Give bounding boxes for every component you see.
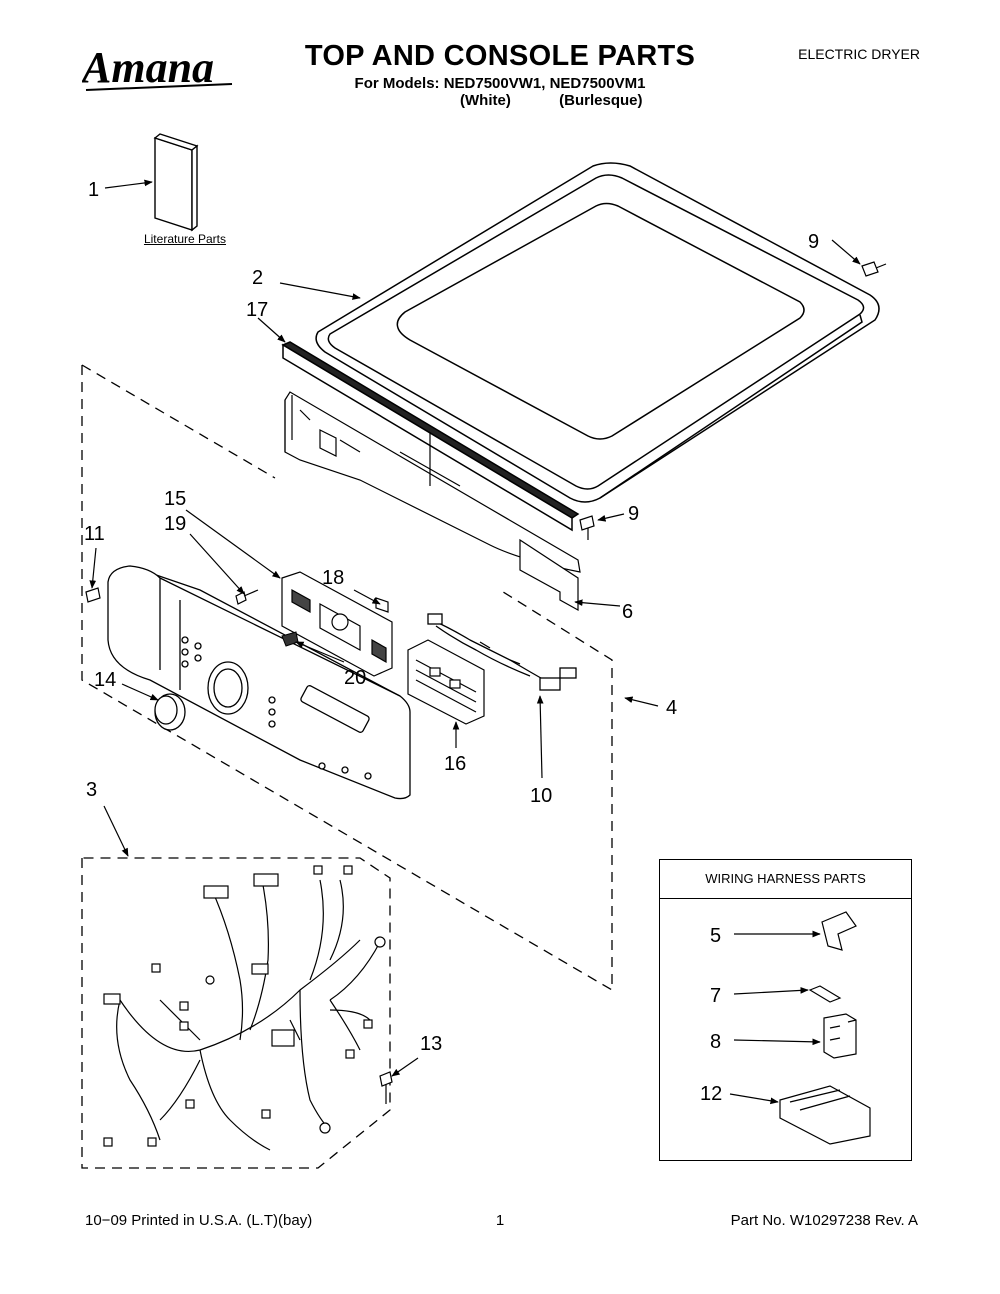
literature-book [153,133,199,232]
callout-20: 20 [344,667,366,689]
callout-13: 13 [420,1033,442,1055]
callout-3: 3 [86,779,97,801]
variant-burlesque: (Burlesque) [559,92,643,109]
harness-housing [779,1085,871,1145]
callout-17: 17 [246,299,268,321]
callout-9-bracket: 9 [628,503,639,525]
console-panel [107,565,411,800]
callout-18: 18 [322,567,344,589]
callout-15: 15 [164,488,186,510]
callout-1: 1 [88,179,99,201]
main-harness-outline [81,857,391,1169]
part-number: Part No. W10297238 Rev. A [730,1212,918,1229]
control-knob [154,693,186,731]
console-bracket [284,391,581,612]
wiring-harness-box [659,859,912,1161]
callout-4: 4 [666,697,677,719]
bracket-screw [579,515,595,540]
variant-white: (White) [460,92,511,109]
model-subtitle: For Models: NED7500VW1, NED7500VM1 [354,75,646,92]
console-screw [235,589,259,605]
ground-screw [379,1071,393,1104]
callout-19: 19 [164,513,186,535]
callout-16: 16 [444,753,466,775]
page-title: TOP AND CONSOLE PARTS [304,40,696,72]
callout-11: 11 [84,523,105,545]
callout-labels: 1 2 3 4 5 6 7 8 9 9 10 11 12 13 14 15 16… [84,179,819,1105]
harness-clip [821,911,857,951]
console-strip [281,341,580,532]
callout-9-top: 9 [808,231,819,253]
console-wire-harness [427,613,577,691]
literature-parts-label: Literature Parts [143,232,227,246]
callout-14: 14 [94,669,116,691]
callout-7: 7 [710,985,721,1007]
brand-logo: Amana [79,38,242,96]
model-variants: (White) (Burlesque) [460,92,680,109]
console-clip [85,587,101,603]
wiring-harness-title: WIRING HARNESS PARTS [659,859,912,899]
callout-8: 8 [710,1031,721,1053]
print-info: 10−09 Printed in U.S.A. (L.T)(bay) [85,1212,313,1229]
main-wire-harness [103,865,386,1151]
control-bracket [375,597,389,613]
callout-12: 12 [700,1083,722,1105]
callout-5: 5 [710,925,721,947]
callout-2: 2 [252,267,263,289]
top-screw [861,261,887,277]
user-interface-board [407,639,485,725]
callout-10: 10 [530,785,552,807]
product-category: ELECTRIC DRYER [798,46,920,62]
brand-logo-text: Amana [82,43,214,92]
page-number: 1 [495,1212,505,1229]
callout-6: 6 [622,601,633,623]
console-assembly-outline [81,365,613,992]
harness-connector [823,1013,857,1059]
harness-terminal [808,985,842,1003]
leader-arrows [89,179,861,1105]
top-panel [315,162,880,503]
electronic-control-board [281,571,393,677]
